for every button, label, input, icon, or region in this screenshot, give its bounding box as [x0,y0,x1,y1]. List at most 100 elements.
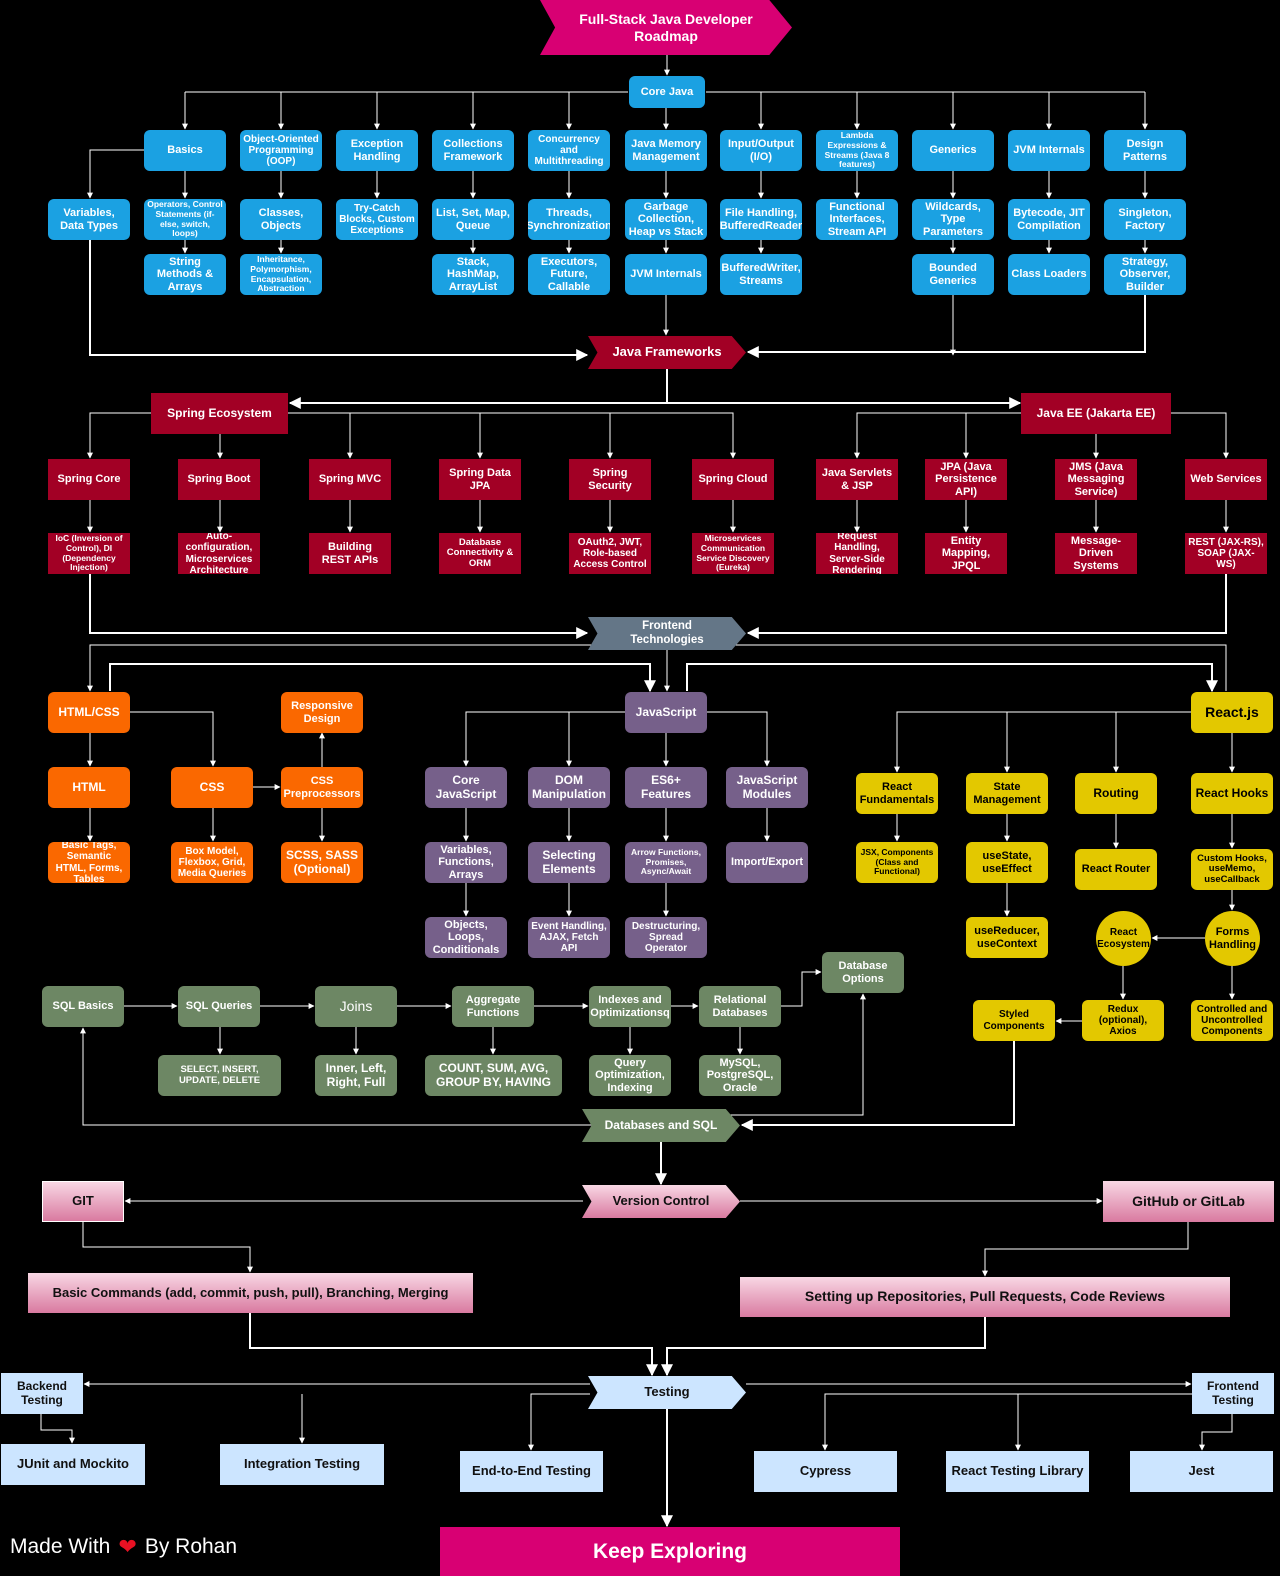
react-fundamentals-node[interactable]: React Fundamentals [856,773,938,814]
js-modules-node[interactable]: JavaScript Modules [726,767,808,808]
react-hooks-node[interactable]: React Hooks [1191,773,1273,814]
git-node[interactable]: GIT [42,1181,124,1222]
spring-mvc-node[interactable]: Spring MVC [309,459,391,500]
servlets-jsp-node[interactable]: Java Servlets & JSP [816,459,898,500]
react-router-node[interactable]: React Router [1075,849,1157,890]
dom-manipulation-node[interactable]: DOM Manipulation [528,767,610,808]
event-handling-node[interactable]: Event Handling, AJAX, Fetch API [528,917,610,958]
jpa-node[interactable]: JPA (Java Persistence API) [925,459,1007,500]
spring-core-node[interactable]: Spring Core [48,459,130,500]
usestate-node[interactable]: useState, useEffect [966,842,1048,883]
singleton-node[interactable]: Singleton, Factory [1104,199,1186,240]
rest-apis-node[interactable]: Building REST APIs [309,533,391,574]
repositories-node[interactable]: Setting up Repositories, Pull Requests, … [740,1277,1230,1317]
arrow-functions-node[interactable]: Arrow Functions, Promises, Async/Await [625,842,707,883]
core-java-node[interactable]: Core Java [629,76,705,108]
forms-handling-node[interactable]: Forms Handling [1205,911,1260,966]
frontend-technologies-banner[interactable]: Frontend Technologies [588,617,746,650]
list-set-node[interactable]: List, Set, Map, Queue [432,199,514,240]
core-javascript-node[interactable]: Core JavaScript [425,767,507,808]
wildcards-node[interactable]: Wildcards, Type Parameters [912,199,994,240]
concurrency-node[interactable]: Concurrency and Multithreading [528,130,610,171]
react-ecosystem-node[interactable]: React Ecosystem [1096,911,1151,966]
generics-node[interactable]: Generics [912,130,994,171]
java-ee-node[interactable]: Java EE (Jakarta EE) [1021,393,1171,434]
executors-node[interactable]: Executors, Future, Callable [528,254,610,295]
count-sum-node[interactable]: COUNT, SUM, AVG, GROUP BY, HAVING [425,1055,562,1096]
garbage-collection-node[interactable]: Garbage Collection, Heap vs Stack [625,199,707,240]
keep-exploring-banner[interactable]: Keep Exploring [440,1527,900,1576]
jvm-internals-node[interactable]: JVM Internals [1008,130,1090,171]
threads-node[interactable]: Threads, Synchronization [528,199,610,240]
cypress-node[interactable]: Cypress [754,1451,897,1492]
spring-security-node[interactable]: Spring Security [569,459,651,500]
web-services-node[interactable]: Web Services [1185,459,1267,500]
bounded-generics-node[interactable]: Bounded Generics [912,254,994,295]
file-handling-node[interactable]: File Handling, BufferedReader [720,199,802,240]
e2e-testing-node[interactable]: End-to-End Testing [460,1451,603,1492]
objects-loops-node[interactable]: Objects, Loops, Conditionals [425,917,507,958]
jvm-internals-sub-node[interactable]: JVM Internals [625,254,707,295]
oauth-node[interactable]: OAuth2, JWT, Role-based Access Control [569,533,651,574]
operators-node[interactable]: Operators, Control Statements (if-else, … [144,199,226,240]
relational-databases-node[interactable]: Relational Databases [699,986,781,1027]
styled-components-node[interactable]: Styled Components [973,1000,1055,1041]
spring-boot-node[interactable]: Spring Boot [178,459,260,500]
rtl-node[interactable]: React Testing Library [946,1451,1089,1492]
inheritance-node[interactable]: Inheritance, Polymorphism, Encapsulation… [240,254,322,295]
css-preprocessors-node[interactable]: CSS Preprocessors [281,767,363,808]
indexes-node[interactable]: Indexes and Optimizationsq [589,986,671,1027]
spring-ecosystem-node[interactable]: Spring Ecosystem [151,393,288,434]
html-css-node[interactable]: HTML/CSS [48,692,130,733]
basics-node[interactable]: Basics [144,130,226,171]
oop-node[interactable]: Object-Oriented Programming (OOP) [240,130,322,171]
databases-sql-banner[interactable]: Databases and SQL [582,1109,740,1142]
memory-management-node[interactable]: Java Memory Management [625,130,707,171]
selecting-elements-node[interactable]: Selecting Elements [528,842,610,883]
spring-data-jpa-node[interactable]: Spring Data JPA [439,459,521,500]
ioc-di-node[interactable]: IoC (Inversion of Control), DI (Dependen… [48,533,130,574]
redux-node[interactable]: Redux (optional), Axios [1082,1000,1164,1041]
inner-left-node[interactable]: Inner, Left, Right, Full [315,1055,397,1096]
sql-queries-node[interactable]: SQL Queries [178,986,260,1027]
bufferedwriter-node[interactable]: BufferedWriter, Streams [720,254,802,295]
entity-mapping-node[interactable]: Entity Mapping, JPQL [925,533,1007,574]
box-model-node[interactable]: Box Model, Flexbox, Grid, Media Queries [171,842,253,883]
state-management-node[interactable]: State Management [966,773,1048,814]
mysql-node[interactable]: MySQL, PostgreSQL, Oracle [699,1055,781,1096]
jest-node[interactable]: Jest [1130,1451,1273,1492]
sql-basics-node[interactable]: SQL Basics [42,986,124,1027]
git-commands-node[interactable]: Basic Commands (add, commit, push, pull)… [28,1273,473,1313]
lambda-streams-node[interactable]: Lambda Expressions & Streams (Java 8 fea… [816,130,898,171]
database-options-node[interactable]: Database Options [822,952,904,993]
select-insert-node[interactable]: SELECT, INSERT, UPDATE, DELETE [158,1055,281,1096]
integration-testing-node[interactable]: Integration Testing [220,1444,384,1485]
js-variables-node[interactable]: Variables, Functions, Arrays [425,842,507,883]
spring-cloud-node[interactable]: Spring Cloud [692,459,774,500]
classes-node[interactable]: Classes, Objects [240,199,322,240]
exception-handling-node[interactable]: Exception Handling [336,130,418,171]
message-driven-node[interactable]: Message-Driven Systems [1055,533,1137,574]
rest-soap-node[interactable]: REST (JAX-RS), SOAP (JAX-WS) [1185,533,1267,574]
aggregate-functions-node[interactable]: Aggregate Functions [452,986,534,1027]
strategy-node[interactable]: Strategy, Observer, Builder [1104,254,1186,295]
es6-features-node[interactable]: ES6+ Features [625,767,707,808]
query-optimization-node[interactable]: Query Optimization, Indexing [589,1055,671,1096]
stack-hashmap-node[interactable]: Stack, HashMap, ArrayList [432,254,514,295]
bytecode-node[interactable]: Bytecode, JIT Compilation [1008,199,1090,240]
string-methods-node[interactable]: String Methods & Arrays [144,254,226,295]
routing-node[interactable]: Routing [1075,773,1157,814]
try-catch-node[interactable]: Try-Catch Blocks, Custom Exceptions [336,199,418,240]
jms-node[interactable]: JMS (Java Messaging Service) [1055,459,1137,500]
basic-tags-node[interactable]: Basic Tags, Semantic HTML, Forms, Tables [48,842,130,883]
testing-banner[interactable]: Testing [588,1376,746,1409]
collections-node[interactable]: Collections Framework [432,130,514,171]
controlled-components-node[interactable]: Controlled and Uncontrolled Components [1191,1000,1273,1041]
io-node[interactable]: Input/Output (I/O) [720,130,802,171]
joins-node[interactable]: Joins [315,986,397,1027]
custom-hooks-node[interactable]: Custom Hooks, useMemo, useCallback [1191,849,1273,890]
import-export-node[interactable]: Import/Export [726,842,808,883]
usereducer-node[interactable]: useReducer, useContext [966,917,1048,958]
variables-node[interactable]: Variables, Data Types [48,199,130,240]
html-node[interactable]: HTML [48,767,130,808]
